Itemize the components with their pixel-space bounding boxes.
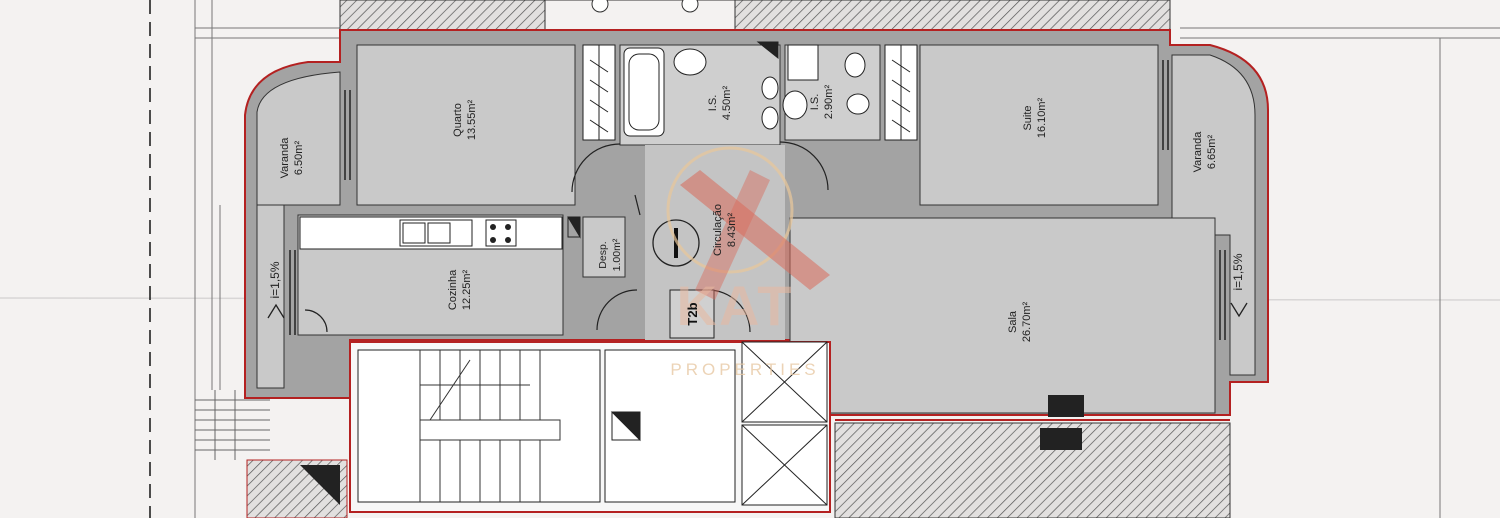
stair-core-inner	[357, 349, 601, 503]
room-area-varanda-right: 6.65m²	[1206, 135, 1218, 170]
sala-floor	[789, 217, 1216, 414]
varanda-right-floor	[1171, 54, 1256, 376]
shaft-lobby-box	[611, 411, 641, 441]
top-structure-hatch	[339, 0, 1171, 31]
kitchen-sink-bowl-1	[402, 222, 426, 244]
slope-label-left: i=1,5%	[268, 261, 282, 298]
watermark-brand: KAT	[677, 274, 794, 337]
toilet-2	[844, 52, 866, 78]
wardrobe-quarto	[582, 44, 616, 141]
unit-tag: T2b	[685, 302, 700, 325]
watermark-ring	[666, 146, 794, 274]
exterior-steps	[195, 390, 270, 460]
room-area-desp: 1.00m²	[611, 238, 623, 271]
room-area-quarto: 13.55m²	[466, 99, 478, 140]
bidet-1	[761, 106, 779, 130]
unit-tag-box	[669, 289, 715, 339]
windows	[289, 60, 1226, 340]
hob-burners	[490, 224, 511, 243]
room-name-is-1: I.S.	[707, 95, 719, 112]
room-area-circulacao: 8.43m²	[726, 213, 738, 248]
section-marker	[652, 219, 700, 267]
slope-label-right: i=1,5%	[1231, 253, 1245, 290]
room-name-varanda-left: Varanda	[279, 137, 291, 179]
room-name-quarto: Quarto	[452, 103, 464, 137]
watermark-arrow	[680, 170, 830, 290]
watermark: KAT PROPERTIES	[666, 146, 830, 379]
bidet-2	[846, 93, 870, 115]
sink-2	[782, 90, 808, 120]
room-area-cozinha: 12.25m²	[461, 269, 473, 310]
room-area-suite: 16.10m²	[1036, 97, 1048, 138]
bathtub	[623, 47, 665, 137]
shaft-kitchen-box	[567, 216, 581, 238]
elevators	[741, 341, 828, 506]
slope-arrow-left	[267, 303, 285, 319]
watermark-arrow-2	[695, 170, 770, 300]
shaft-bath-1	[756, 41, 779, 60]
shower-tray	[787, 44, 819, 81]
toilet-1	[761, 76, 779, 100]
kitchen-sink	[399, 219, 473, 247]
kitchen-hob	[485, 219, 517, 247]
room-area-is-1: 4.50m²	[721, 86, 733, 121]
room-area-is-2: 2.90m²	[823, 85, 835, 120]
varanda-left-floor	[256, 71, 341, 206]
pantry-floor	[582, 216, 626, 278]
room-area-sala: 26.70m²	[1021, 301, 1033, 342]
room-name-desp: Desp.	[597, 241, 609, 268]
column-sala-2	[1040, 428, 1082, 450]
margin-lines-left	[194, 0, 1500, 518]
wardrobe-suite	[884, 44, 918, 141]
top-fixture-1	[591, 0, 609, 13]
room-name-suite: Suite	[1022, 105, 1034, 130]
room-name-varanda-right: Varanda	[1192, 131, 1204, 173]
top-structure-gap	[544, 0, 736, 31]
quarto-floor	[356, 44, 576, 206]
column-sala	[1048, 395, 1084, 417]
room-name-sala: Sala	[1007, 310, 1019, 333]
slope-arrow-right	[1230, 302, 1248, 318]
bottom-structure-hatch	[834, 422, 1231, 518]
room-name-circulacao: Circulação	[712, 204, 724, 256]
shaft-bottom-left	[300, 465, 340, 505]
room-area-varanda-left: 6.50m²	[293, 141, 305, 176]
bathtub-inner	[628, 53, 660, 131]
watermark-tagline: PROPERTIES	[670, 360, 819, 379]
room-name-cozinha: Cozinha	[447, 269, 459, 310]
varanda-left-lower	[256, 204, 285, 389]
suite-floor	[919, 44, 1159, 206]
stair-treads	[419, 350, 561, 502]
top-fixture-2	[681, 0, 699, 13]
sink-1	[673, 48, 707, 76]
room-name-is-2: I.S.	[809, 94, 821, 111]
kitchen-sink-bowl-2	[427, 222, 451, 244]
